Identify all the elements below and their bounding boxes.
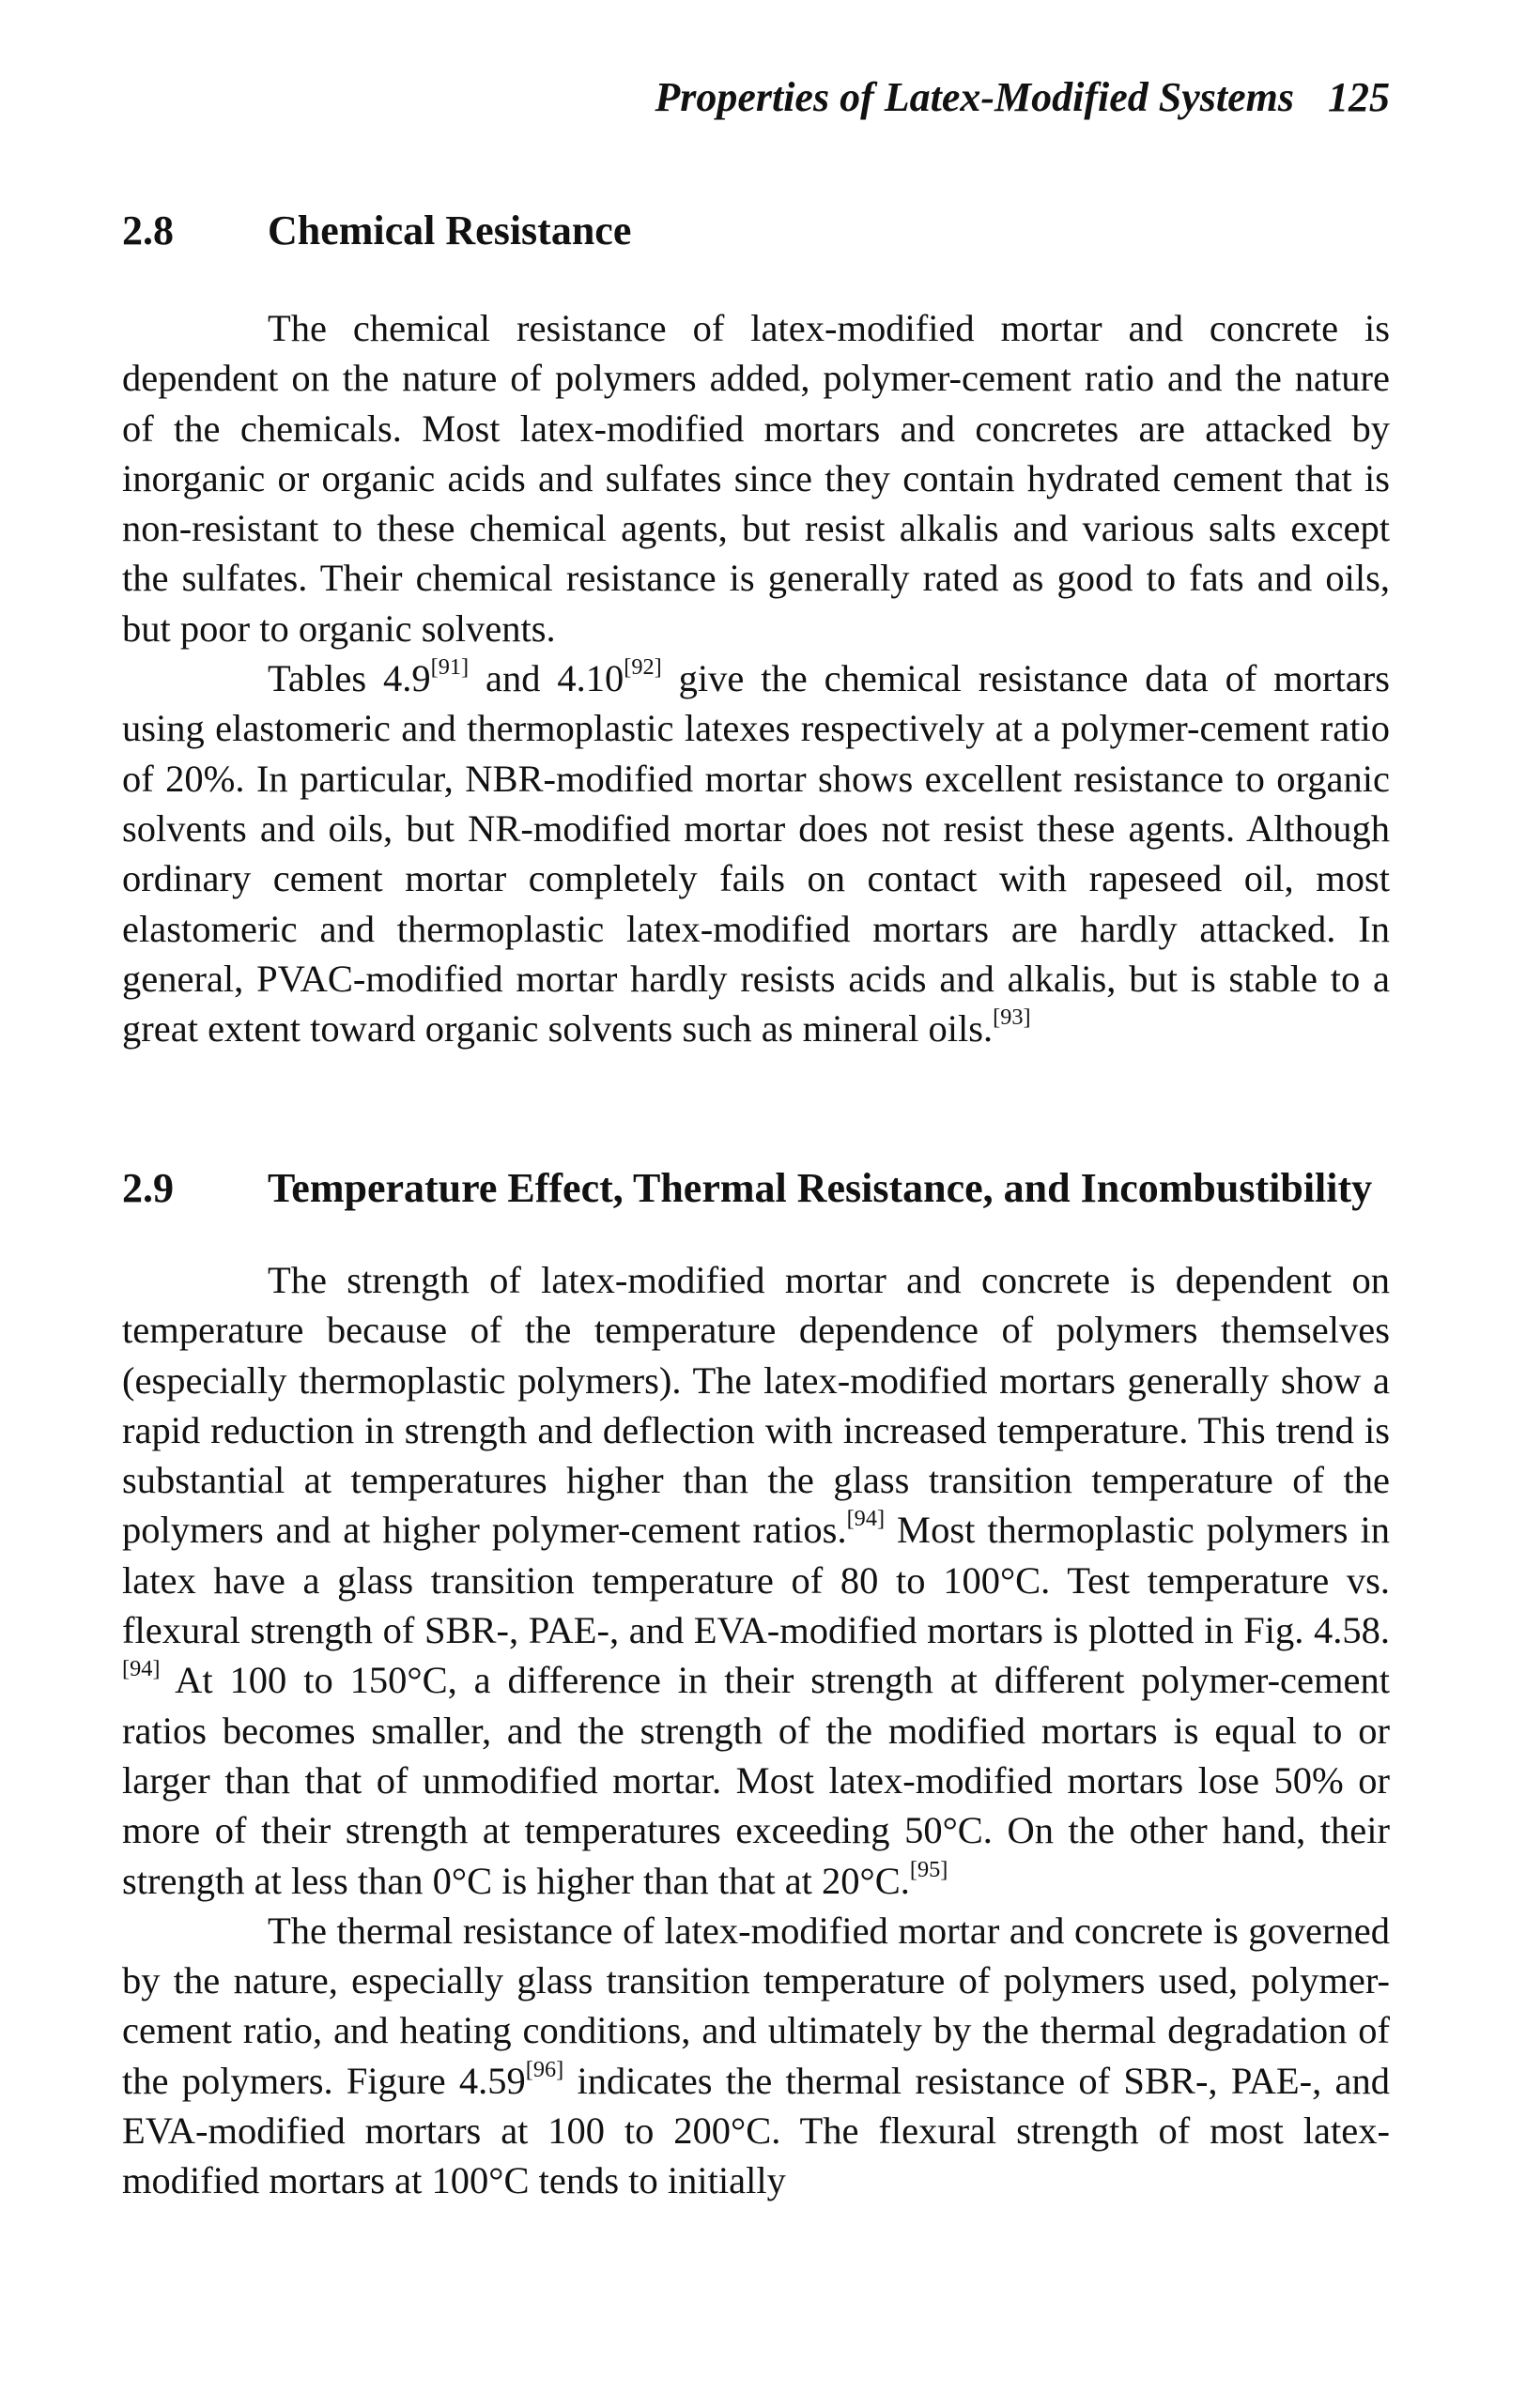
section-title: Chemical Resistance [268, 207, 632, 253]
paragraph: Tables 4.9[91] and 4.10[92] give the che… [122, 653, 1390, 1053]
citation-ref: [92] [624, 653, 662, 680]
citation-ref: [94] [122, 1656, 161, 1682]
section-heading-2-9: 2.9 Temperature Effect, Thermal Resistanc… [122, 1164, 1372, 1212]
paragraph-text: indicates the thermal resistance of SBR-… [122, 2059, 1390, 2202]
section-2-9-body: The strength of latex-modified mortar an… [122, 1255, 1390, 2206]
paragraph-text: give the chemical resistance data of mor… [122, 657, 1390, 1051]
section-title: Temperature Effect, Thermal Resistance, … [268, 1165, 1373, 1211]
paragraph-text: The strength of latex-modified mortar an… [122, 1259, 1390, 1552]
paragraph-text: The thermal resistance of latex-modified… [122, 1909, 1390, 2102]
paragraph-text: and 4.10 [469, 657, 624, 700]
running-head: Properties of Latex-Modified Systems 125 [655, 73, 1390, 121]
citation-ref: [94] [846, 1506, 886, 1532]
citation-ref: [95] [909, 1856, 948, 1882]
paragraph-text: At 100 to 150°C, a difference in their s… [122, 1659, 1390, 1902]
paragraph-text: The chemical resistance of latex-modifie… [122, 307, 1390, 650]
citation-ref: [96] [525, 2056, 564, 2082]
section-number: 2.9 [122, 1165, 174, 1211]
section-number: 2.8 [122, 207, 174, 253]
paragraph: The strength of latex-modified mortar an… [122, 1255, 1390, 1906]
paragraph: The thermal resistance of latex-modified… [122, 1906, 1390, 2206]
section-heading-2-8: 2.8 Chemical Resistance [122, 207, 631, 254]
citation-ref: [93] [993, 1004, 1031, 1030]
paragraph: The chemical resistance of latex-modifie… [122, 303, 1390, 653]
running-head-title: Properties of Latex-Modified Systems [655, 74, 1294, 120]
page-number: 125 [1328, 74, 1390, 120]
paragraph-text: Most thermoplastic polymers in latex hav… [122, 1509, 1390, 1652]
paragraph-text: Tables 4.9 [268, 657, 431, 700]
section-2-8-body: The chemical resistance of latex-modifie… [122, 303, 1390, 1053]
citation-ref: [91] [430, 653, 470, 680]
